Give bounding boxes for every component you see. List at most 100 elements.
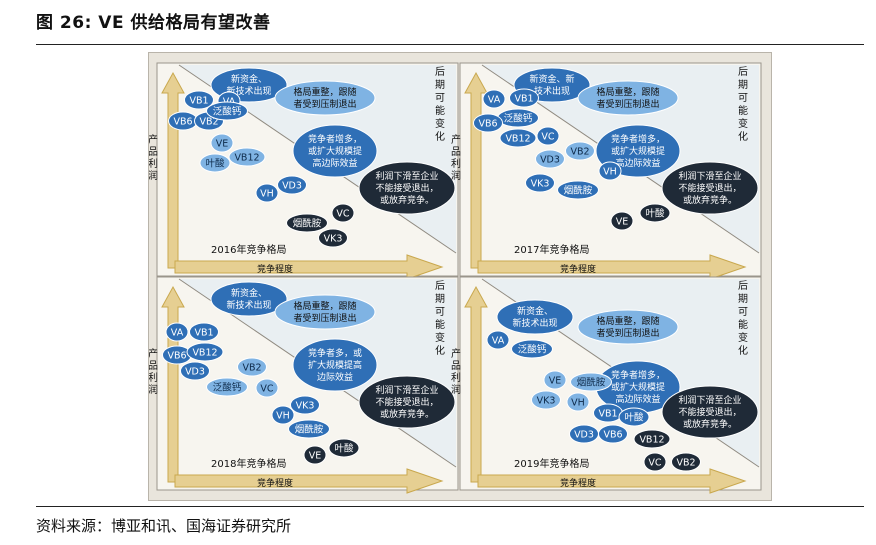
bubble-shape [255,183,279,203]
callout-text: 新资金、 [231,287,267,299]
callout-text: 格局重整，跟随 [293,300,356,312]
callout-text: 利润下滑至企业 [375,170,438,182]
vitamin-bubble: VE [543,370,567,390]
bubble-label: VE [549,376,562,387]
bubble-shape [525,173,555,193]
bubble-label: 泛酸钙 [213,382,242,394]
bubble-shape [210,133,234,153]
vitamin-bubble: 叶酸 [328,438,360,458]
later-change-label: 期 [738,293,748,305]
later-change-label: 变 [435,331,445,344]
bubble-shape [499,128,537,148]
callout-text: 格局重整，跟随 [293,86,356,98]
vitamin-bubble: 叶酸 [639,203,671,223]
callout-text: 者受到压制退出 [293,98,356,110]
callout-text: 新资金、 [517,305,553,317]
vitamin-bubble: 泛酸钙 [511,339,553,359]
callout-text: 高边际效益 [615,393,660,405]
vitamin-bubble: VB12 [499,128,537,148]
bubble-shape [288,419,330,439]
later-change-label: 期 [435,293,445,305]
vitamin-bubble: VA [486,330,510,350]
diagram-canvas: 产品利润竞争程度后期可能变化2016年竞争格局新资金、新技术出现格局重整，跟随者… [149,62,762,494]
bubble-shape [206,101,248,121]
later-change-label: 后 [738,66,748,78]
bubble-shape [165,322,189,342]
vitamin-bubble: 烟酰胺 [288,419,330,439]
later-change-label: 变 [738,117,748,130]
bubble-label: 烟酰胺 [293,218,322,230]
source-note: 资料来源：博亚和讯、国海证券研究所 [36,517,292,535]
x-axis-arrow [477,468,747,494]
y-axis-label: 利 [451,158,461,170]
callout-text: 竞争者增多， [308,133,362,145]
bubble-shape [303,445,327,465]
panel-year-label: 2018年竞争格局 [211,457,286,470]
bubble-label: VB6 [603,430,622,441]
callout-text: 竞争者增多， [611,133,665,145]
vitamin-bubble: VB6 [162,345,192,365]
vitamin-bubble: VB2 [671,452,701,472]
bubble-shape [318,228,348,248]
x-axis-arrow [174,468,444,494]
panel-2016: 产品利润竞争程度后期可能变化2016年竞争格局新资金、新技术出现格局重整，跟随者… [149,62,459,280]
panel-year-label: 2019年竞争格局 [514,457,589,470]
vitamin-bubble: VD3 [535,149,565,169]
vitamin-bubble: VK3 [531,390,561,410]
bubble-shape [566,392,590,412]
bubble-shape [570,372,612,392]
bubble-label: VB2 [242,363,261,374]
bubble-label: VE [309,451,322,462]
callout-text: 竞争者增多， [611,369,665,381]
bubble-label: VC [260,384,273,395]
bubble-label: VH [571,398,585,409]
callout-shape [358,161,456,215]
y-axis-arrow [161,285,185,483]
bubble-label: VH [260,189,274,200]
y-axis-arrow [161,71,185,269]
bubble-label: VC [336,209,349,220]
bubble-label: VB1 [598,409,617,420]
callout-text: 或放弃竞争。 [683,194,737,206]
bubble-shape [535,149,565,169]
later-change-label: 可 [435,307,445,318]
y-axis-label: 品 [149,360,158,372]
vitamin-bubble: VB1 [509,88,539,108]
vitamin-bubble: VB6 [598,424,628,444]
vitamin-bubble: VA [482,89,506,109]
vitamin-bubble: VB12 [633,429,671,449]
later-change-label: 期 [738,79,748,91]
vitamin-bubble: VB12 [228,147,266,167]
vitamin-bubble: VB6 [473,113,503,133]
y-axis-arrow [464,285,488,483]
vitamin-bubble: VC [643,452,667,472]
vitamin-bubble: VH [566,392,590,412]
callout-shape [577,309,679,345]
callout-text: 或扩大规模提 [611,145,665,157]
bubble-shape [598,424,628,444]
vitamin-bubble: VK3 [290,395,320,415]
callout-text: 利润下滑至企业 [375,384,438,396]
bubble-label: VC [648,458,661,469]
bubble-label: VH [276,411,290,422]
source-rule [36,506,864,507]
y-axis-label: 产 [149,347,158,360]
bubble-label: VB2 [199,117,218,128]
callout-shape [292,338,378,392]
bubble-shape [186,342,224,362]
bubble-label: 烟酰胺 [577,377,606,389]
callout-text: 格局重整，跟随 [596,315,659,327]
y-axis-label: 利 [451,372,461,384]
bubble-label: VB12 [192,348,217,359]
panel-year-label: 2017年竞争格局 [514,243,589,256]
bubble-shape [473,113,503,133]
callout-shape [274,294,376,330]
y-axis-label: 润 [149,383,158,396]
callout-text: 边际效益 [317,371,353,383]
later-change-label: 能 [435,318,445,331]
y-axis-label: 润 [451,169,461,182]
